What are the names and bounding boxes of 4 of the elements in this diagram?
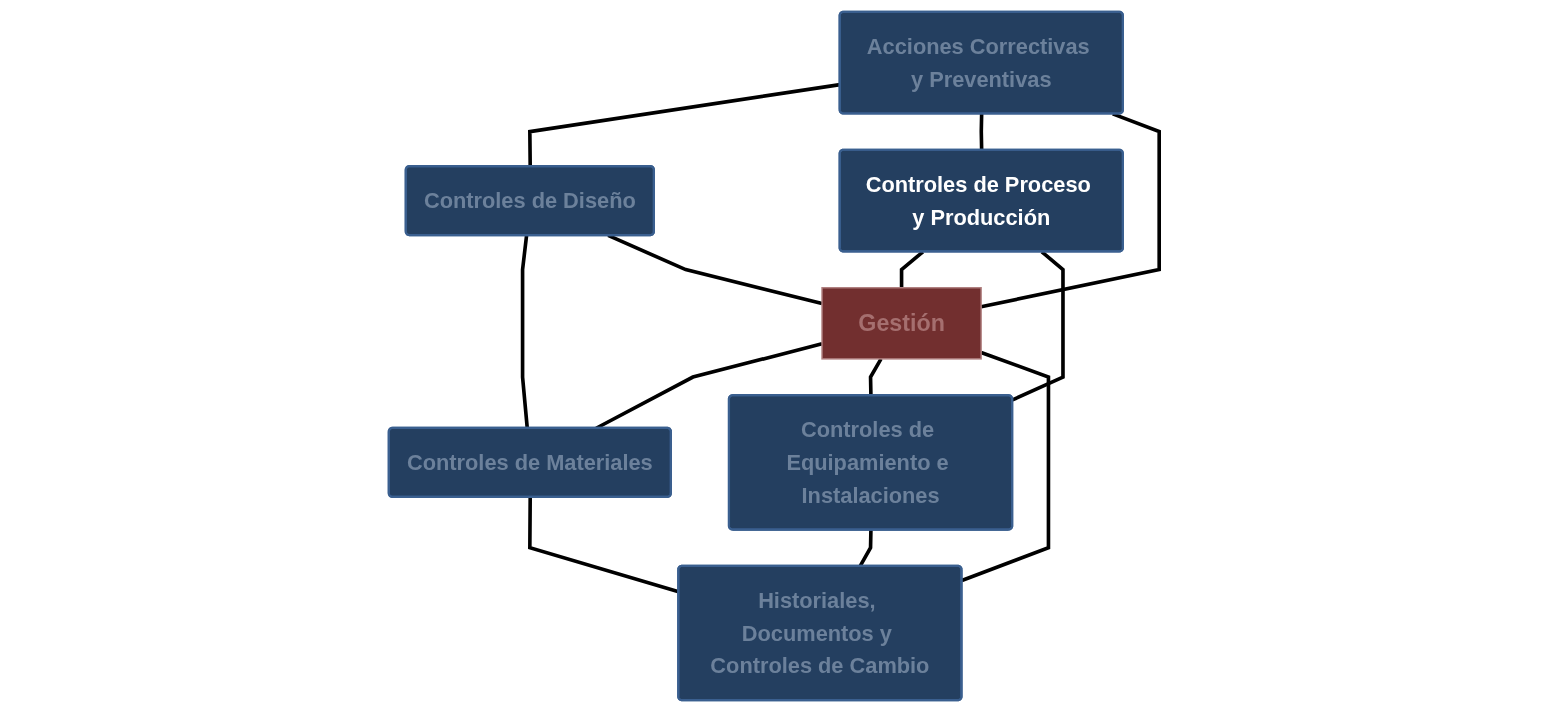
connector	[961, 350, 1051, 582]
connector	[520, 234, 530, 428]
node-box: Gestión	[821, 286, 982, 360]
connector	[979, 113, 984, 150]
